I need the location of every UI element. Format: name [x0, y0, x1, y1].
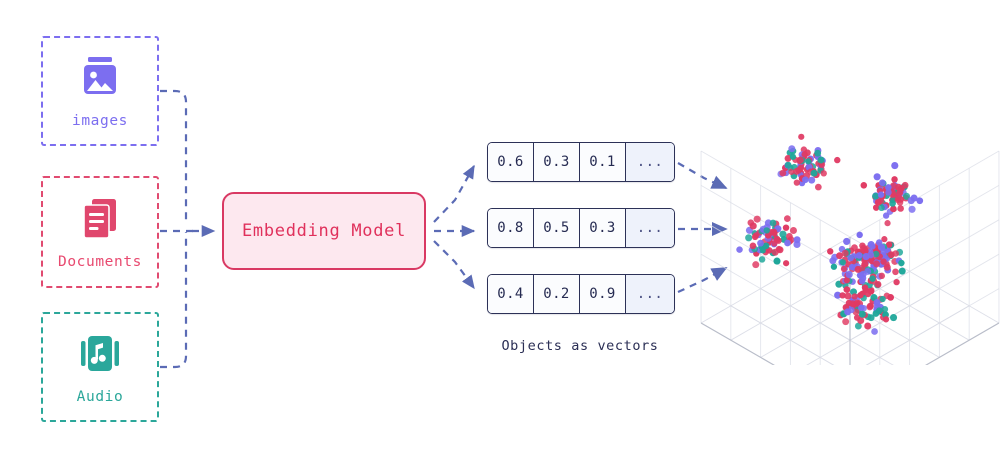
vector-cell-ellipsis: ... [626, 209, 674, 247]
vector-row[interactable]: 0.4 0.2 0.9 ... [487, 274, 675, 314]
vector-row[interactable]: 0.6 0.3 0.1 ... [487, 142, 675, 182]
documents-icon [73, 195, 127, 243]
vector-space-cube [700, 95, 1000, 365]
embedding-model-box[interactable]: Embedding Model [222, 192, 426, 270]
connector-images-to-bus [160, 89, 188, 225]
vector-space-svg [700, 133, 1000, 365]
vector-cell: 0.5 [534, 209, 580, 247]
vector-row[interactable]: 0.8 0.5 0.3 ... [487, 208, 675, 248]
vector-cell: 0.8 [488, 209, 534, 247]
image-icon [73, 54, 127, 102]
vector-cell: 0.1 [580, 143, 626, 181]
vector-cell: 0.3 [534, 143, 580, 181]
source-card-images[interactable]: images [41, 36, 159, 146]
source-label-documents: Documents [58, 253, 142, 270]
connector-audio-to-bus [160, 232, 188, 369]
vector-cell: 0.6 [488, 143, 534, 181]
source-label-audio: Audio [76, 388, 124, 405]
vector-cell: 0.4 [488, 275, 534, 313]
vectors-caption: Objects as vectors [501, 338, 659, 354]
source-card-documents[interactable]: Documents [41, 176, 159, 288]
cube-points [736, 133, 924, 335]
source-card-audio[interactable]: Audio [41, 312, 159, 422]
connector-model-to-vector-3 [433, 240, 475, 290]
connector-model-to-vector-1 [433, 164, 475, 223]
vector-cell-ellipsis: ... [626, 143, 674, 181]
vector-cell: 0.9 [580, 275, 626, 313]
embedding-model-label: Embedding Model [241, 221, 407, 241]
source-label-images: images [72, 112, 128, 129]
vector-cell-ellipsis: ... [626, 275, 674, 313]
audio-icon [73, 330, 127, 378]
vector-cell: 0.2 [534, 275, 580, 313]
vector-cell: 0.3 [580, 209, 626, 247]
